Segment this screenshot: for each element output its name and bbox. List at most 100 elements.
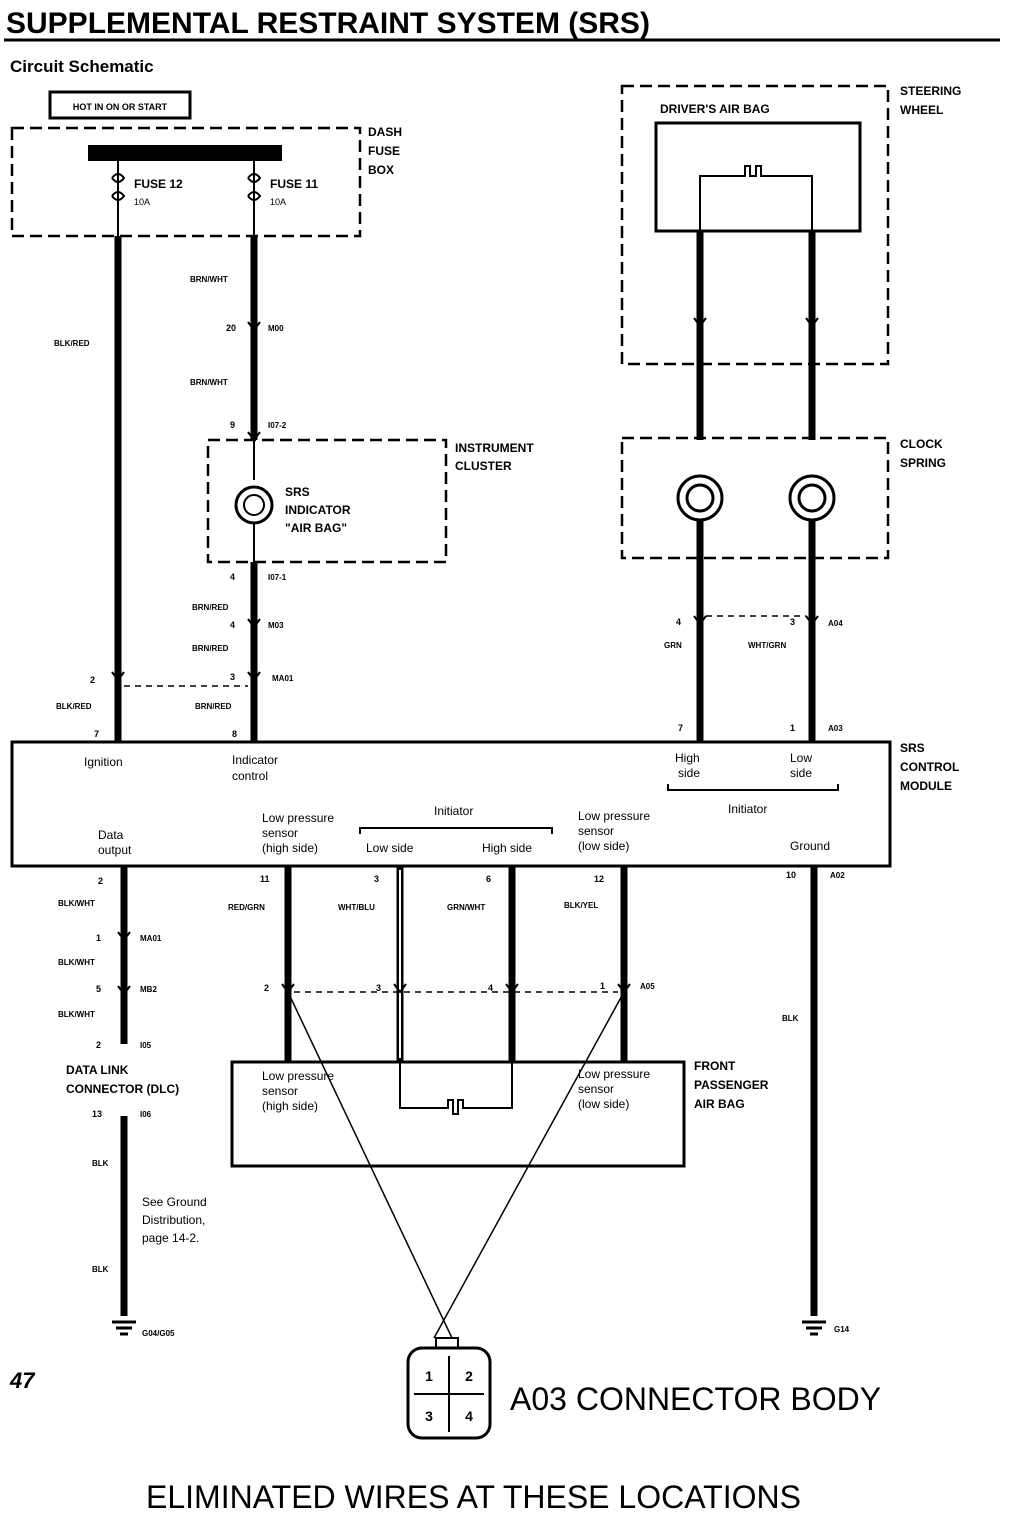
srs-indicator-lamp-icon [234,485,274,525]
dash-fuse-box-label-3: BOX [368,163,394,177]
pin-9: 9 [230,420,235,430]
pin-1: 1 [790,723,795,733]
pin-b12: 12 [594,874,604,884]
module-lp-high-1: Low pressure [262,811,334,825]
front-passenger-label-3: AIR BAG [694,1097,745,1111]
fp-lp-low-3: (low side) [578,1097,629,1111]
steering-wheel-label-1: STEERING [900,84,961,98]
pin-7b: 7 [678,723,683,733]
pin-3b: 3 [790,617,795,627]
module-data-output-1: Data [98,828,124,842]
module-low-side-1: Low [790,751,812,765]
dash-fuse-box-label-2: FUSE [368,144,400,158]
fuse12-rating: 10A [134,197,150,207]
srs-indicator-label-1: SRS [285,485,310,499]
ground-note-1: See Ground [142,1195,207,1209]
page-number: 47 [9,1368,36,1393]
front-passenger-label-2: PASSENGER [694,1078,769,1092]
wire-label-blk-1: BLK [92,1159,109,1168]
connector-ma01: MA01 [272,674,294,683]
hot-label-box [48,90,192,120]
wire-label-blk-yel: BLK/YEL [564,901,598,910]
wire-label-blk-2: BLK [92,1265,109,1274]
fp-lp-low-1: Low pressure [578,1067,650,1081]
hot-label: HOT IN ON OR START [73,102,168,112]
module-lp-low-2: sensor [578,824,614,838]
steering-wheel-box [620,84,890,366]
ground-g14-icon [802,1320,826,1336]
pin-20: 20 [226,323,236,333]
module-initiator-top: Initiator [434,804,473,818]
connector-i06: I06 [140,1110,152,1119]
pin-d13: 13 [92,1109,102,1119]
clock-spring-label-1: CLOCK [900,437,943,451]
module-ground: Ground [790,839,830,853]
annotation-line-right [433,991,625,1339]
wire-label-blk-red-2: BLK/RED [56,702,92,711]
connector-a05: A05 [640,982,655,991]
annotation-line-left [287,991,453,1339]
a03-pin-2: 2 [465,1368,473,1384]
pin-c2: 2 [264,983,269,993]
module-high-side-1: High [675,751,700,765]
passenger-initiator-bracket [359,827,553,834]
pin-d5: 5 [96,984,101,994]
pin-d1: 1 [96,933,101,943]
srs-indicator-lamp-inner [243,494,265,516]
connector-g04: G04/G05 [142,1329,175,1338]
connector-i07-2: I07-2 [268,421,287,430]
a03-connector-label: A03 CONNECTOR BODY [510,1381,881,1417]
connector-mb01: MA01 [140,934,162,943]
fuse11-rating: 10A [270,197,286,207]
front-passenger-air-bag-box [230,1060,686,1168]
wire-label-blk-wht-2: BLK/WHT [58,958,95,967]
pin-3: 3 [230,672,235,682]
srs-module-label-1: SRS [900,741,925,755]
front-passenger-label-1: FRONT [694,1059,736,1073]
fuse11-name: FUSE 11 [270,177,318,191]
footer-note: ELIMINATED WIRES AT THESE LOCATIONS [146,1479,801,1515]
wire-label-brn-wht-2: BRN/WHT [190,378,228,387]
module-lp-high-3: (high side) [262,841,318,855]
dash-fuse-box [10,126,362,238]
module-ignition: Ignition [84,755,123,769]
wire-label-red-grn: RED/GRN [228,903,265,912]
srs-module-label-3: MODULE [900,779,952,793]
pin-4b: 4 [230,620,235,630]
clock-spring-coil-right-icon [788,474,836,522]
connector-m03: M03 [268,621,284,630]
pin-b11: 11 [260,874,270,884]
module-indicator-control-2: control [232,769,268,783]
pin-b3: 3 [374,874,379,884]
pin-b6: 6 [486,874,491,884]
wire-label-blk-red-1: BLK/RED [54,339,90,348]
fuse12-symbol [111,173,126,201]
a03-connector-latch [435,1337,459,1348]
dash-fuse-box-label-1: DASH [368,125,402,139]
pin-8: 8 [232,729,237,739]
wire-label-blk-wht-3: BLK/WHT [58,1010,95,1019]
connector-symbol-m03 [247,618,261,629]
fp-lp-high-2: sensor [262,1084,298,1098]
ground-note-3: page 14-2. [142,1231,199,1245]
fuse12-name: FUSE 12 [134,177,183,191]
connector-a02: A02 [830,871,845,880]
connector-symbol-ma01 [111,671,261,682]
a03-pin-3: 3 [425,1408,433,1424]
connector-i05: I05 [140,1041,152,1050]
pin-7a: 7 [94,729,99,739]
instrument-cluster-box [206,438,448,564]
wire-label-brn-red-2: BRN/RED [192,644,229,653]
module-lp-low-3: (low side) [578,839,629,853]
wire-label-brn-red-3: BRN/RED [195,702,232,711]
steering-wheel-label-2: WHEEL [900,103,943,117]
clock-spring-label-2: SPRING [900,456,946,470]
srs-module-label-2: CONTROL [900,760,959,774]
wire-label-wht-grn: WHT/GRN [748,641,786,650]
wire-label-grn: GRN [664,641,682,650]
wire-label-grn-wht: GRN/WHT [447,903,485,912]
srs-control-module [10,740,892,868]
a03-pin-1: 1 [425,1368,433,1384]
module-init-high-side: High side [482,841,532,855]
